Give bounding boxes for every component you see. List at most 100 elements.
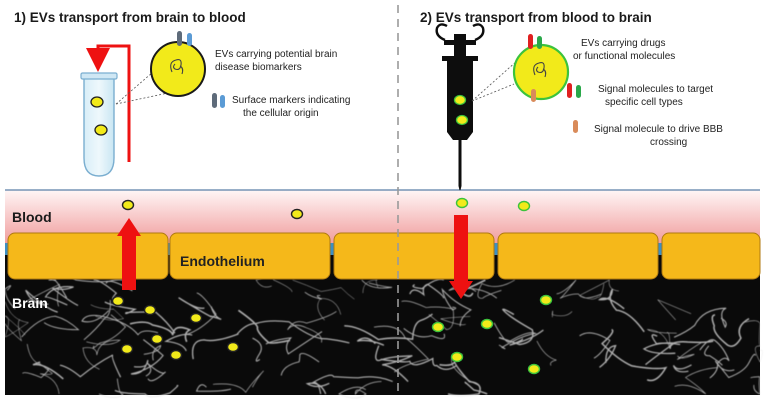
neuron-fiber <box>25 289 58 313</box>
neuron-fiber <box>98 378 124 399</box>
neuron-fiber <box>287 311 337 343</box>
neuron-fiber <box>674 367 719 395</box>
brain-label: Brain <box>12 295 48 311</box>
neuron-fiber <box>711 314 750 347</box>
neuron-fiber <box>380 357 457 371</box>
neuron-fiber <box>356 337 385 346</box>
neuron-fiber <box>185 292 217 336</box>
endothelial-cell <box>497 232 659 280</box>
ev-in-tube <box>90 96 104 108</box>
neuron-fiber <box>265 331 323 355</box>
surface-marker-note: Surface markers indicating the cellular … <box>232 95 353 119</box>
neuron-fiber <box>361 279 393 289</box>
neuron-fiber <box>83 299 111 341</box>
ev-native <box>169 349 183 361</box>
neuron-fiber <box>669 340 714 349</box>
neuron-fiber <box>292 279 355 300</box>
neuron-fiber <box>4 301 30 338</box>
neuron-fiber <box>145 362 166 382</box>
neuron-fiber <box>440 316 471 326</box>
bbb-signal-note: Signal molecule to drive BBB crossing <box>594 124 726 148</box>
neuron-fiber <box>464 381 488 395</box>
neuron-fiber <box>403 328 446 340</box>
neuron-fiber <box>237 309 291 344</box>
neuron-fiber <box>81 310 159 336</box>
neuron-fiber <box>252 337 262 362</box>
neuron-fiber <box>750 376 761 395</box>
neuron-fiber <box>579 332 611 359</box>
surface-marker-blue <box>187 33 192 46</box>
neuron-fiber <box>598 289 645 333</box>
targeting-signal-green <box>537 36 542 49</box>
zoom-line <box>471 83 515 102</box>
neuron-fiber <box>362 279 379 294</box>
blood-to-brain-arrow <box>449 215 473 299</box>
ev-drug-note: EVs carrying drugs or functional molecul… <box>573 38 675 62</box>
neuron-fiber <box>704 345 723 366</box>
ev-engineered <box>527 363 541 375</box>
neuron-fiber <box>439 358 481 397</box>
neuron-fiber <box>21 315 80 338</box>
ev-engineered <box>517 200 531 212</box>
targeting-signal-legend-icon <box>567 83 581 98</box>
neuron-fiber <box>551 310 573 318</box>
neuron-fiber <box>178 297 222 321</box>
neuron-fiber <box>212 370 264 393</box>
ev-zoom-engineered <box>512 34 570 102</box>
ev-particles <box>111 197 553 375</box>
neuron-fiber <box>744 320 763 363</box>
neuron-fiber <box>191 333 239 360</box>
zoom-line <box>115 92 169 105</box>
neuron-fiber <box>338 381 382 399</box>
neuron-fiber <box>236 320 350 344</box>
neuron-fiber <box>676 341 703 360</box>
bbb-signal-legend-icon <box>573 120 578 133</box>
targeting-signal-red <box>528 34 533 49</box>
neuron-fiber <box>642 342 677 366</box>
neuron-fiber <box>90 304 125 321</box>
ev-native <box>111 295 125 307</box>
neuron-fiber <box>556 279 602 299</box>
left-panel-title: 1) EVs transport from brain to blood <box>14 10 246 25</box>
endothelium-label: Endothelium <box>180 253 265 269</box>
ev-native <box>226 341 240 353</box>
neuron-fiber <box>130 339 164 375</box>
neuron-fiber <box>82 339 121 370</box>
endothelial-cell <box>7 232 169 280</box>
neuron-fiber <box>441 287 472 327</box>
ev-native <box>120 343 134 355</box>
ev-native <box>150 333 164 345</box>
ev-engineered <box>450 351 464 363</box>
neuron-fiber <box>129 321 192 343</box>
neuron-fiber <box>280 352 320 376</box>
ev-engineered <box>431 321 445 333</box>
neuron-fiber <box>344 313 433 341</box>
neuron-fiber <box>22 368 49 379</box>
blood-label: Blood <box>12 209 52 225</box>
neuron-fiber <box>673 307 727 338</box>
neuron-fiber <box>304 291 322 300</box>
neuron-fiber <box>477 279 515 299</box>
ev-native <box>121 199 135 211</box>
ev-in-syringe <box>453 94 467 106</box>
neuron-fiber <box>4 285 16 310</box>
neuron-fiber <box>104 301 176 334</box>
ev-in-tube <box>94 124 108 136</box>
ev-biomarker-note: EVs carrying potential brain disease bio… <box>215 49 340 73</box>
neuron-fiber <box>699 339 730 379</box>
neuron-fiber <box>59 354 122 378</box>
ev-engineered <box>480 318 494 330</box>
test-tube <box>80 72 118 177</box>
neuron-fiber <box>579 279 619 300</box>
bbb-signal-orange <box>531 89 536 102</box>
endothelial-cell <box>333 232 495 280</box>
ev-engineered <box>539 294 553 306</box>
surface-marker-grey <box>177 31 182 46</box>
neuron-fiber <box>373 325 430 373</box>
brain-to-blood-arrow <box>117 218 141 290</box>
neuron-fiber <box>92 314 127 349</box>
neuron-fiber <box>375 345 413 383</box>
neuron-fiber <box>509 329 544 346</box>
neuron-fiber <box>143 344 162 361</box>
